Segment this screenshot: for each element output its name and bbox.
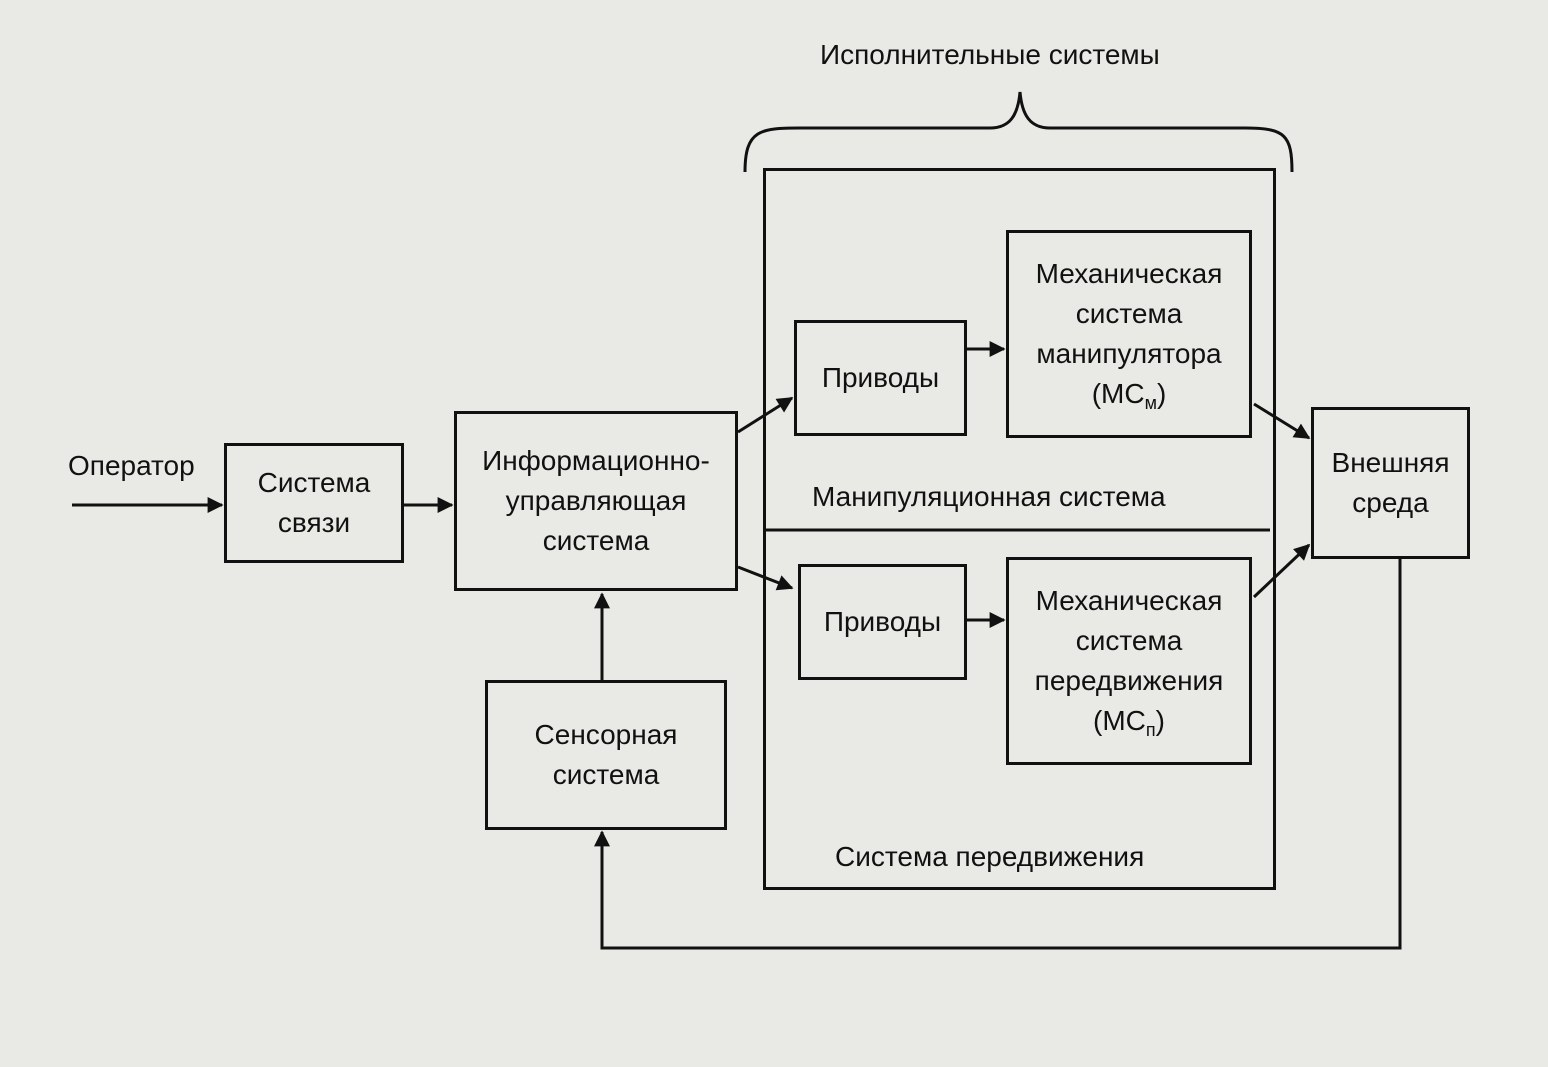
sensor-system-block: Сенсорная система xyxy=(485,680,727,830)
block-line: система xyxy=(542,525,650,556)
arrow-mech-locomotion-to-environment xyxy=(1252,543,1311,599)
executive-systems-brace xyxy=(743,91,1294,173)
drives-locomotion-block: Приводы xyxy=(798,564,967,680)
executive-systems-frame xyxy=(763,168,1276,890)
block-line: Внешняя xyxy=(1331,447,1450,478)
block-line: Сенсорная xyxy=(534,719,678,750)
info-control-system-block: Информационно- управляющая система xyxy=(454,411,738,591)
block-line: Приводы xyxy=(821,362,940,393)
block-line: связи xyxy=(277,507,351,538)
arrow-environment-feedback-to-sensor xyxy=(594,558,1402,950)
mech-manipulator-block: Механическая система манипулятора (МСм) xyxy=(1006,230,1252,438)
mech-locomotion-block: Механическая система передвижения (МСп) xyxy=(1006,557,1252,765)
block-line: Система xyxy=(257,467,371,498)
block-line: система xyxy=(552,759,660,790)
block-line: передвижения xyxy=(1034,665,1224,696)
communication-system-block: Система связи xyxy=(224,443,404,563)
block-line: Информационно- xyxy=(482,445,710,476)
manipulation-system-label: Манипуляционная система xyxy=(812,481,1166,512)
executive-systems-title: Исполнительные системы xyxy=(820,39,1160,70)
operator-label: Оператор xyxy=(68,450,195,481)
drives-manipulator-block: Приводы xyxy=(794,320,967,436)
block-line: среда xyxy=(1352,487,1429,518)
block-line: Приводы xyxy=(823,606,942,637)
block-line: система xyxy=(1075,625,1183,656)
arrow-mech-manipulator-to-environment xyxy=(1253,402,1311,440)
abbreviation: (МСм) xyxy=(1091,378,1167,413)
block-line: управляющая xyxy=(505,485,687,516)
environment-block: Внешняя среда xyxy=(1311,407,1470,559)
block-line: Механическая xyxy=(1035,585,1223,616)
block-line: система xyxy=(1075,298,1183,329)
locomotion-system-label: Система передвижения xyxy=(835,841,1145,872)
abbreviation: (МСп) xyxy=(1093,705,1165,740)
block-line: манипулятора xyxy=(1036,338,1222,369)
block-line: Механическая xyxy=(1035,258,1223,289)
